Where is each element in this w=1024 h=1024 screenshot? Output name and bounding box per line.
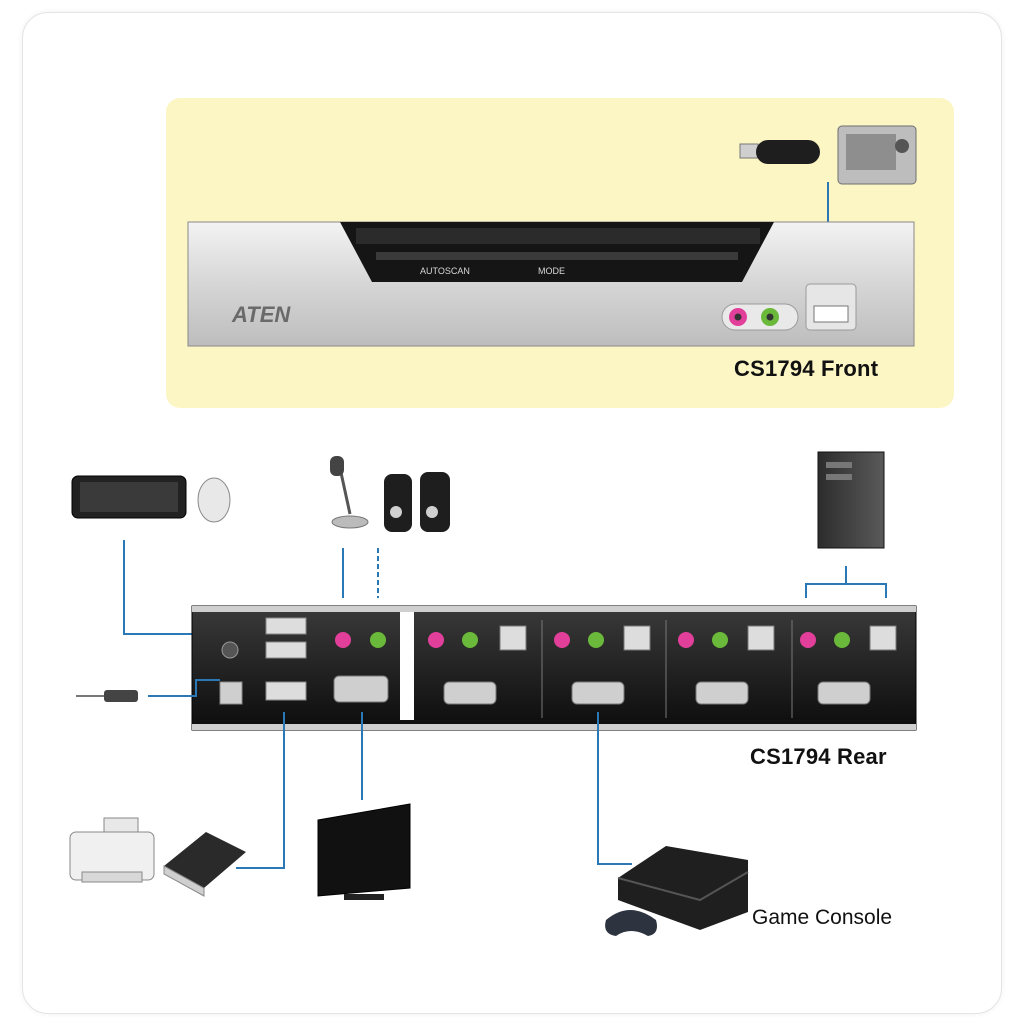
kvm-switch-rear xyxy=(191,605,917,731)
game-console xyxy=(617,846,749,930)
keyboard xyxy=(71,475,187,519)
computer-cable xyxy=(805,566,887,598)
game-console-label: Game Console xyxy=(752,906,893,929)
usb-flash-drive xyxy=(739,140,820,164)
mode-button-label: MODE xyxy=(538,266,565,276)
microphone xyxy=(330,456,369,529)
rear-caption: CS1794 Rear xyxy=(750,744,887,769)
game-controller xyxy=(605,910,657,936)
digital-camera xyxy=(837,125,917,185)
monitor xyxy=(317,803,411,900)
computer-tower xyxy=(817,451,885,549)
kvm-switch-front: AUTOSCAN MODE ATEN xyxy=(187,221,915,347)
power-adapter-plug xyxy=(76,679,220,702)
scanner xyxy=(163,832,246,897)
speakers xyxy=(384,472,450,532)
aten-logo: ATEN xyxy=(231,302,291,327)
front-caption: CS1794 Front xyxy=(734,356,879,381)
mouse xyxy=(197,477,231,523)
game-console-cable xyxy=(597,712,632,865)
usb-hub-cable xyxy=(236,712,285,869)
printer xyxy=(69,817,155,883)
autoscan-button-label: AUTOSCAN xyxy=(420,266,470,276)
